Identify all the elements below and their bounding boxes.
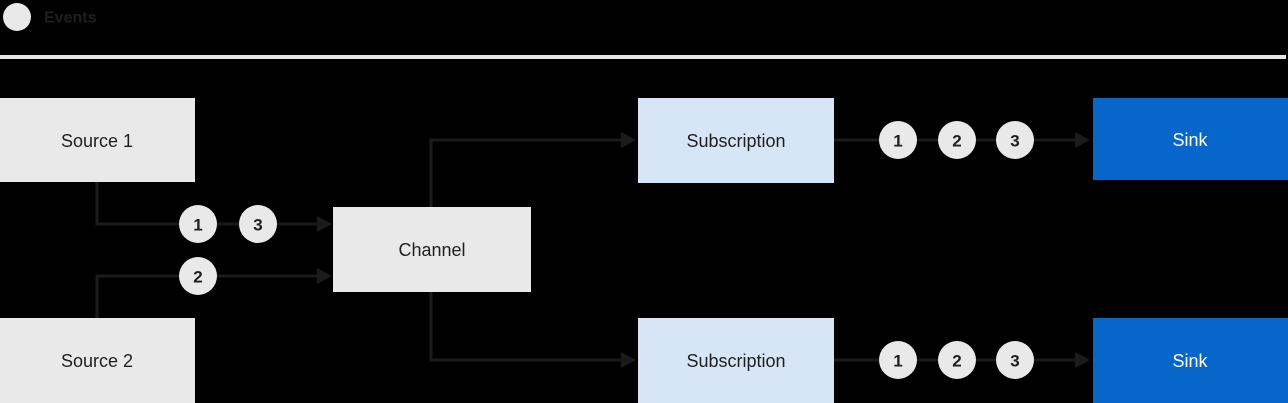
event-marker: 2 <box>179 257 217 295</box>
event-circle <box>996 341 1034 379</box>
event-number: 3 <box>253 216 262 235</box>
event-circle-icon <box>3 3 31 31</box>
event-number: 1 <box>893 352 902 371</box>
node-subscription-top-label: Subscription <box>686 131 785 151</box>
event-marker: 1 <box>879 121 917 159</box>
event-number: 1 <box>893 132 902 151</box>
node-subscription-bottom: Subscription <box>638 318 834 403</box>
event-number: 3 <box>1010 132 1019 151</box>
node-source2: Source 2 <box>0 318 195 403</box>
node-subscription-bottom-label: Subscription <box>686 351 785 371</box>
event-marker: 3 <box>996 341 1034 379</box>
arrowhead-subscription-top-to-sink <box>1075 132 1090 148</box>
node-source1-box <box>0 98 195 182</box>
node-sink-bottom-box <box>1093 318 1288 403</box>
node-channel-label: Channel <box>398 240 465 260</box>
arrowhead-source2-to-channel <box>317 268 332 284</box>
event-circle <box>179 205 217 243</box>
node-subscription-top: Subscription <box>638 98 834 183</box>
legend-label: Events <box>44 10 97 27</box>
node-source2-label: Source 2 <box>61 351 133 371</box>
event-circle <box>938 341 976 379</box>
event-marker: 1 <box>179 205 217 243</box>
node-channel: Channel <box>333 207 531 292</box>
event-circle <box>996 121 1034 159</box>
event-circle <box>879 341 917 379</box>
node-subscription-bottom-box <box>638 318 834 403</box>
node-sink-bottom-label: Sink <box>1172 351 1208 371</box>
node-sink-top-label: Sink <box>1172 130 1208 150</box>
node-source2-box <box>0 318 195 403</box>
event-number: 3 <box>1010 352 1019 371</box>
event-marker: 3 <box>239 205 277 243</box>
event-marker: 2 <box>938 341 976 379</box>
event-number: 2 <box>193 268 202 287</box>
event-circle <box>239 205 277 243</box>
node-sink-bottom: Sink <box>1093 318 1288 403</box>
event-circle <box>938 121 976 159</box>
event-number: 2 <box>952 132 961 151</box>
event-circle <box>879 121 917 159</box>
node-sink-top: Sink <box>1093 98 1288 180</box>
event-marker: 2 <box>938 121 976 159</box>
node-sink-top-box <box>1093 98 1288 180</box>
node-subscription-top-box <box>638 98 834 183</box>
connector-channel-to-subscription-bottom <box>429 292 621 362</box>
connector-source2-to-channel <box>95 274 317 318</box>
arrowhead-subscription-bottom-to-sink <box>1075 352 1090 368</box>
event-marker: 1 <box>879 341 917 379</box>
legend-separator <box>0 55 1286 59</box>
connector-channel-to-subscription-top <box>429 138 621 207</box>
node-source1: Source 1 <box>0 98 195 182</box>
node-source1-label: Source 1 <box>61 131 133 151</box>
event-circle <box>179 257 217 295</box>
event-number: 2 <box>952 352 961 371</box>
event-marker: 3 <box>996 121 1034 159</box>
event-number: 1 <box>193 216 202 235</box>
arrowhead-channel-to-subscription-top <box>621 132 636 148</box>
arrowhead-source1-to-channel <box>317 216 332 232</box>
arrowhead-channel-to-subscription-bottom <box>621 352 636 368</box>
node-channel-box <box>333 207 531 292</box>
